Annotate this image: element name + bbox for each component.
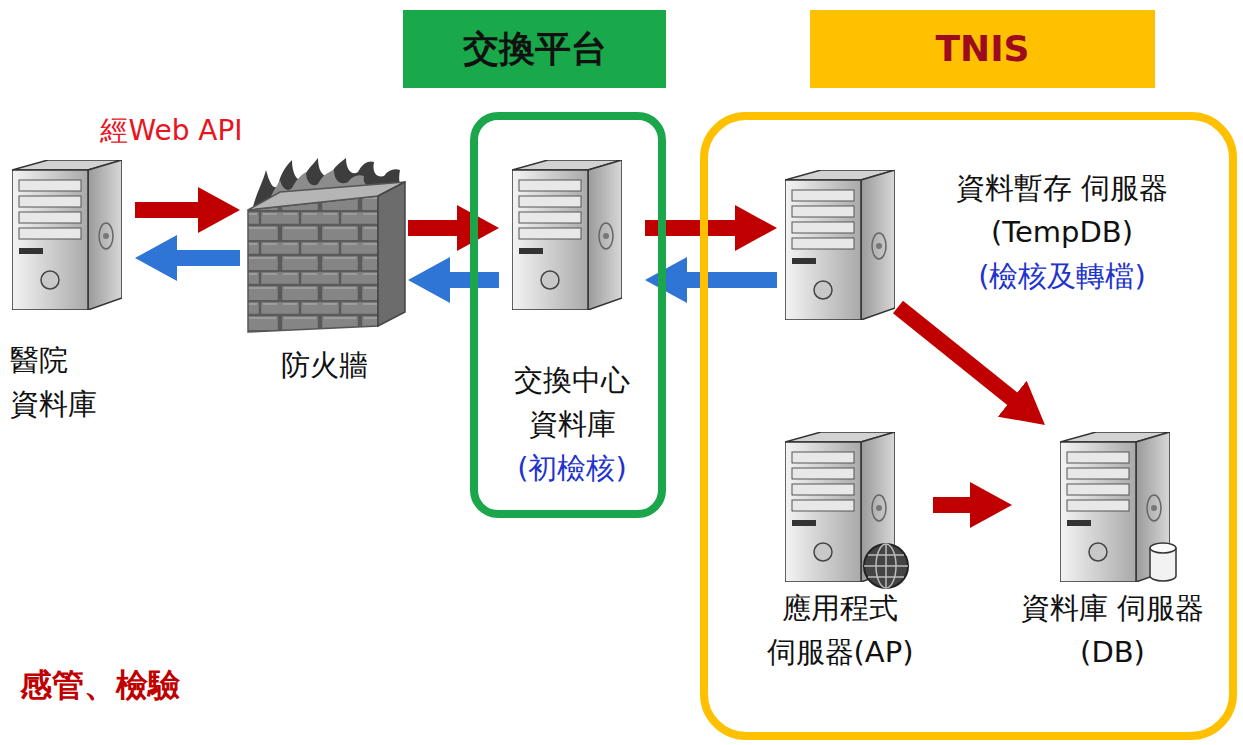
server-node: 醫院 資料庫 (8, 158, 132, 432)
group-region: 資料暫存 伺服器(TempDB)(檢核及轉檔) 應用程式 伺服器(AP) 資料庫 伺… (700, 112, 1237, 740)
note-label: 感管、檢驗 (20, 664, 180, 708)
data-flow-arrow (408, 220, 459, 236)
node-label: 醫院 資料庫 (10, 338, 130, 426)
data-flow-arrow (898, 307, 1014, 400)
node-label: 交換中心 資料庫 (506, 358, 638, 446)
group-heading: TNIS (810, 10, 1155, 88)
group-region: 交換中心 資料庫(初檢核)交換平台 (470, 112, 666, 518)
server-icon (512, 160, 622, 310)
server-icon (785, 170, 895, 320)
data-flow-arrow (685, 272, 777, 288)
data-flow-arrow (175, 250, 240, 266)
node-label: 防火牆 (247, 343, 401, 387)
group-heading: 交換平台 (403, 10, 666, 88)
server-node: 資料暫存 伺服器(TempDB)(檢核及轉檔) (780, 160, 1220, 304)
database-cylinder-icon (1150, 543, 1176, 581)
server-node: 資料庫 伺服器(DB) (1015, 428, 1210, 680)
node-label: (初檢核) (506, 446, 638, 490)
node-label: 資料暫存 伺服器(TempDB) (912, 166, 1212, 254)
data-flow-arrow (135, 202, 200, 218)
node-label: 資料庫 伺服器(DB) (1019, 586, 1206, 674)
firewall-icon (248, 158, 405, 332)
server-icon (12, 160, 122, 310)
edge-label: 經Web API (100, 114, 242, 148)
server-node: 防火牆 (243, 158, 405, 393)
data-flow-arrow (933, 497, 972, 513)
node-label: 應用程式 伺服器(AP) (754, 586, 926, 674)
globe-icon (864, 544, 908, 588)
node-label: (檢核及轉檔) (912, 254, 1212, 298)
server-node: 交換中心 資料庫(初檢核) (502, 158, 642, 496)
server-node: 應用程式 伺服器(AP) (750, 428, 930, 680)
